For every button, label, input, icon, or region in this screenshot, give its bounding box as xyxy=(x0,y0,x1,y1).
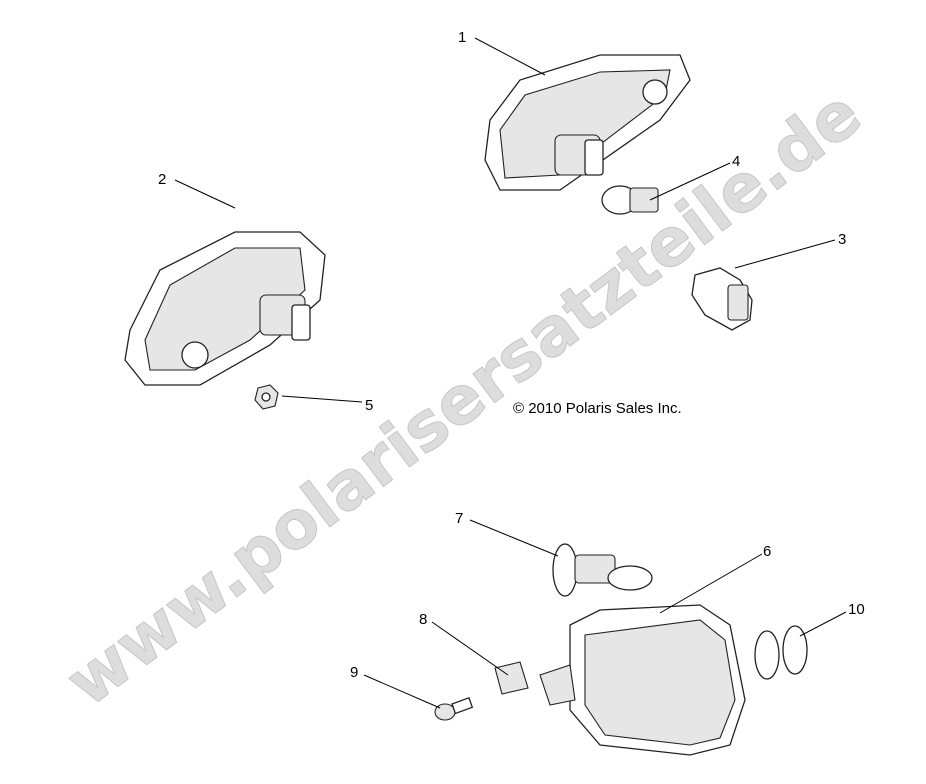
part-clip-nut xyxy=(494,661,529,695)
callout-7: 7 xyxy=(455,510,463,527)
callout-8: 8 xyxy=(419,611,427,628)
callout-2: 2 xyxy=(158,171,166,188)
callout-4: 4 xyxy=(732,153,740,170)
copyright-text: © 2010 Polaris Sales Inc. xyxy=(513,400,682,417)
callout-5: 5 xyxy=(365,397,373,414)
leader-lines xyxy=(174,37,847,709)
callout-9: 9 xyxy=(350,664,358,681)
part-headlight-housing xyxy=(539,604,746,756)
part-taillight-bulb xyxy=(601,185,659,215)
leader-line-10 xyxy=(799,611,847,637)
watermark: www.polarisersatzteile.de xyxy=(52,75,875,722)
leader-line-9 xyxy=(363,674,441,709)
callout-1: 1 xyxy=(458,29,466,46)
leader-line-6 xyxy=(659,553,763,614)
part-screw xyxy=(434,697,474,721)
callout-3: 3 xyxy=(838,231,846,248)
part-taillight-left xyxy=(124,231,326,386)
callout-10: 10 xyxy=(848,601,865,618)
part-taillight-right xyxy=(484,54,691,191)
leader-line-2 xyxy=(174,179,236,209)
leader-line-8 xyxy=(431,621,509,676)
leader-line-5 xyxy=(281,395,363,403)
leader-line-4 xyxy=(649,162,731,201)
leader-line-7 xyxy=(469,519,559,557)
part-headlight-bulb xyxy=(552,543,653,597)
part-o-ring xyxy=(754,625,808,680)
part-nut xyxy=(254,384,279,410)
leader-line-1 xyxy=(474,37,546,76)
part-bulb-socket xyxy=(691,267,753,331)
callout-6: 6 xyxy=(763,543,771,560)
leader-line-3 xyxy=(734,239,836,269)
